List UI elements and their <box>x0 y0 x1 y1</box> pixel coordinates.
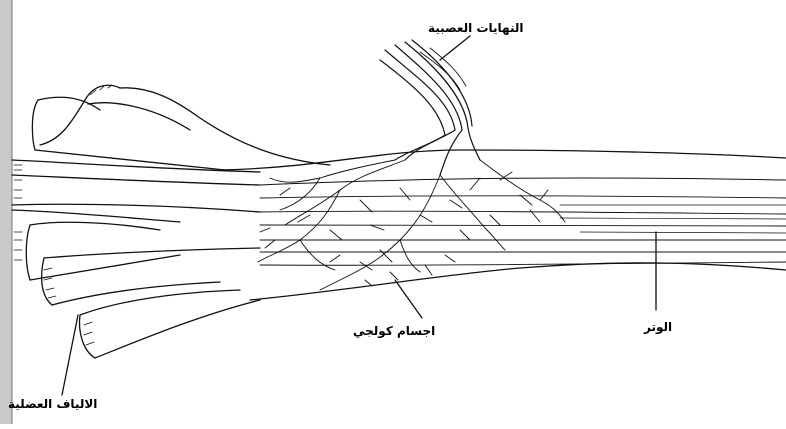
leader-lines <box>62 36 656 395</box>
muscle-fibers <box>12 85 330 358</box>
tendon-body <box>220 150 786 300</box>
label-nerve-endings: النهايات العصبية <box>428 22 523 34</box>
leader-muscle-fibers <box>62 315 78 395</box>
leader-nerve-endings <box>440 36 470 60</box>
left-border <box>0 0 12 424</box>
nerve-bundle <box>380 40 480 175</box>
leader-golgi-bodies <box>395 280 422 318</box>
label-muscle-fibers: الالياف العضلية <box>8 398 97 410</box>
label-golgi-bodies: اجسام كولجي <box>353 325 435 337</box>
label-tendon: الوتر <box>644 321 672 333</box>
